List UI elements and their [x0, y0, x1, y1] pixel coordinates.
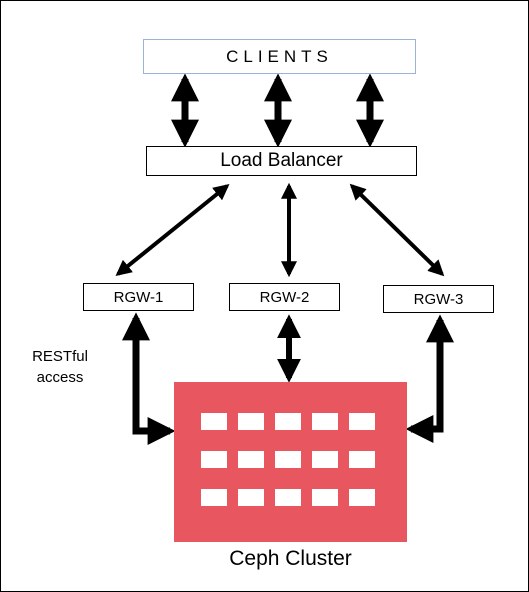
arrow-rgw1-cluster	[122, 312, 176, 445]
restful-access-line-1: RESTful	[32, 348, 88, 365]
rgw-3-label: RGW-3	[413, 290, 464, 308]
storage-cell	[201, 489, 227, 506]
rgw-1-label: RGW-1	[113, 288, 164, 306]
storage-cell	[275, 413, 301, 430]
storage-cell	[349, 413, 375, 430]
rgw-3-box: RGW-3	[383, 285, 494, 313]
storage-cell	[349, 489, 375, 506]
storage-cell	[312, 451, 338, 468]
storage-cell	[349, 451, 375, 468]
rgw-2-box: RGW-2	[229, 283, 340, 311]
arrow-lb-rgw3	[349, 183, 445, 277]
storage-cell	[238, 489, 264, 506]
storage-cell	[275, 451, 301, 468]
rgw-2-label: RGW-2	[259, 288, 310, 306]
load-balancer-box: Load Balancer	[146, 146, 417, 176]
storage-cell	[201, 451, 227, 468]
ceph-cluster-block	[174, 382, 407, 542]
arrow-lb-rgw1	[115, 183, 230, 277]
storage-cell	[238, 451, 264, 468]
arrow-rgw3-cluster	[405, 314, 454, 443]
storage-cell	[201, 413, 227, 430]
storage-cell	[238, 413, 264, 430]
ceph-cluster-label: Ceph Cluster	[229, 547, 352, 570]
storage-cell	[275, 489, 301, 506]
clients-box: CLIENTS	[143, 39, 416, 74]
clients-label: CLIENTS	[226, 46, 333, 66]
restful-access-note: RESTful access	[25, 346, 95, 388]
storage-cell	[312, 413, 338, 430]
load-balancer-label: Load Balancer	[220, 150, 343, 171]
rgw-1-box: RGW-1	[83, 283, 194, 311]
restful-access-line-2: access	[36, 369, 84, 386]
storage-cell	[312, 489, 338, 506]
